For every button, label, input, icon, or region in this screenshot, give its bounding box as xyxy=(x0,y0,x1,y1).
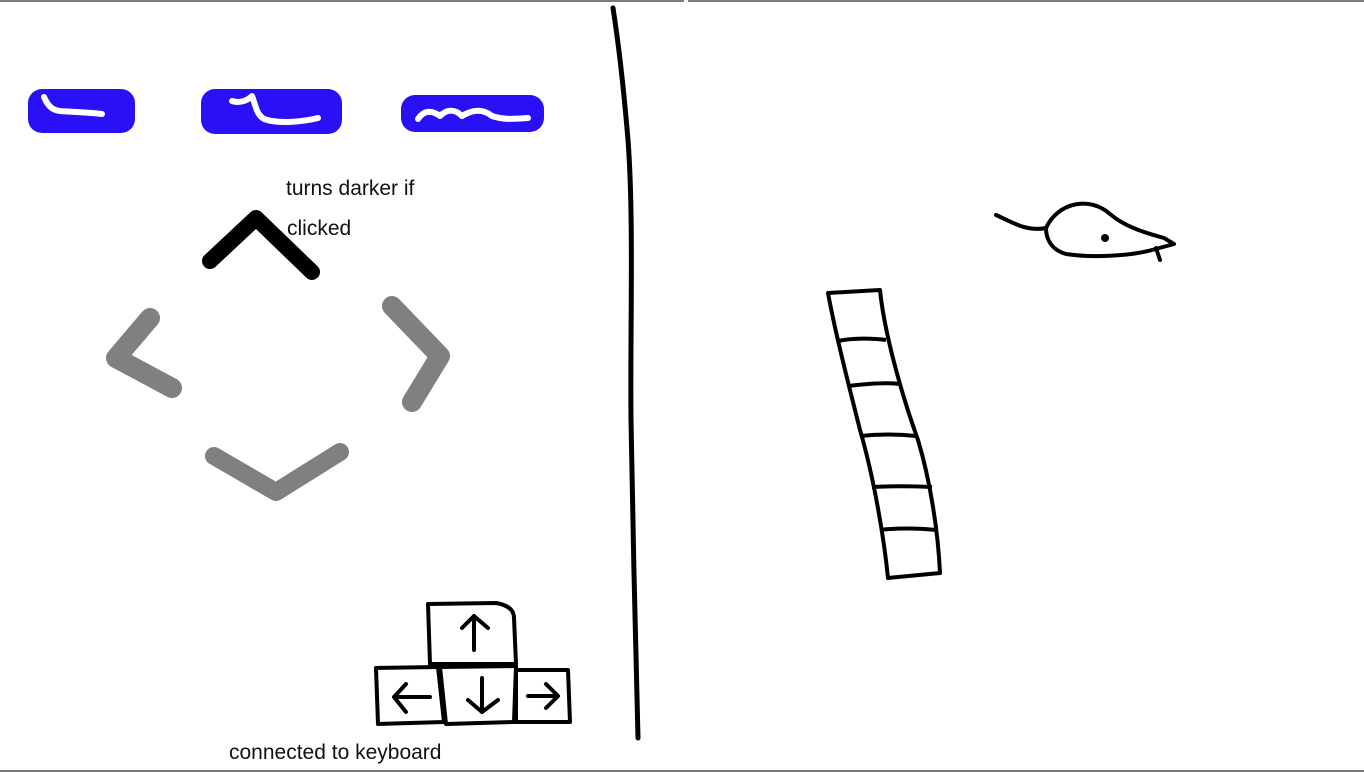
menu-button-1[interactable] xyxy=(28,89,135,133)
menu-button-2[interactable] xyxy=(201,89,342,134)
snake-segment-divider xyxy=(847,381,901,388)
mouse-food-sketch xyxy=(994,201,1176,262)
keyboard-arrow-keys-sketch xyxy=(374,601,572,726)
dpad-left-arrow[interactable] xyxy=(106,308,182,398)
snake-segment-divider xyxy=(859,432,917,438)
key-up xyxy=(426,601,518,666)
key-right xyxy=(514,668,572,724)
snake-body xyxy=(826,288,942,580)
menu-button-3[interactable] xyxy=(401,95,544,132)
key-down xyxy=(438,664,518,726)
up-arrow-icon xyxy=(460,614,490,652)
right-arrow-icon xyxy=(526,682,560,710)
panel-divider xyxy=(610,5,641,741)
window-top-border xyxy=(0,0,1364,2)
dpad-down-arrow[interactable] xyxy=(205,443,349,501)
snake-segment-divider xyxy=(837,336,887,343)
dpad-up-arrow[interactable] xyxy=(202,210,320,280)
keyboard-hint: connected to keyboard xyxy=(229,741,442,764)
snake-segment-divider xyxy=(879,526,937,532)
click-hint-line1: turns darker if xyxy=(286,177,415,200)
click-hint-line2: clicked xyxy=(287,217,352,240)
snake-segment-divider xyxy=(871,484,933,489)
window-bottom-border xyxy=(0,770,1364,772)
dpad-right-arrow[interactable] xyxy=(382,296,450,412)
window-border-gap xyxy=(684,0,688,2)
left-arrow-icon xyxy=(392,682,432,714)
down-arrow-icon xyxy=(466,676,500,714)
